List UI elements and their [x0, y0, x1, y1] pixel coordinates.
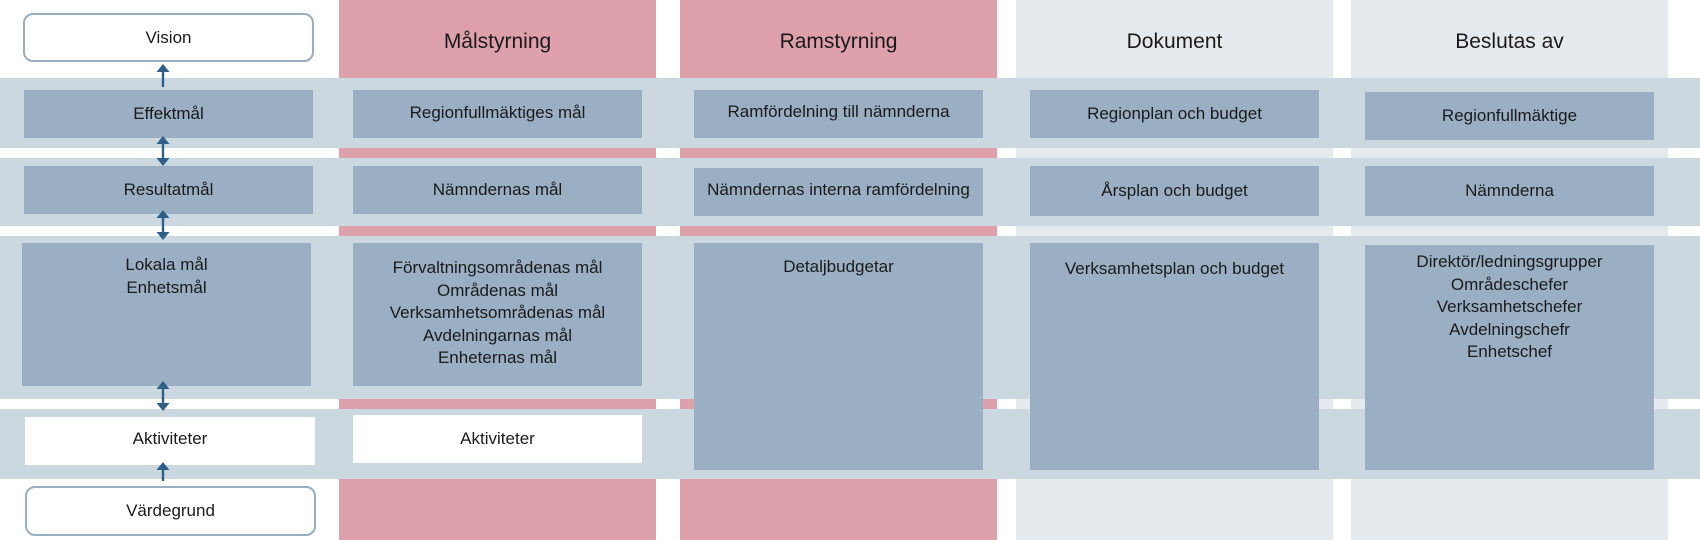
ramstyrning-row3-box: Detaljbudgetar [694, 243, 983, 470]
beslutas-row3-box: Direktör/ledningsgrupper Områdeschefer V… [1365, 245, 1654, 470]
double-arrow-icon [156, 210, 170, 240]
aktiviteter-left-label: Aktiviteter [132, 428, 208, 448]
ramfordelning-label: Ramfördelning till nämnderna [727, 101, 950, 121]
row3-line: Direktör/ledningsgrupper [1416, 252, 1603, 271]
row3-line: Avdelningarnas mål [423, 325, 572, 345]
ramstyrning-row2-box: Nämndernas interna ramfördelning [694, 168, 983, 216]
header-dokument: Dokument [1126, 30, 1223, 53]
detaljbudgetar-label: Detaljbudgetar [783, 257, 894, 276]
row3-line: Verksamhetsområdenas mål [389, 303, 606, 322]
row3-line: Enheternas mål [437, 348, 558, 367]
effektmal-box: Effektmål [24, 90, 313, 138]
row3-line: Områdenas mål [437, 280, 558, 300]
resultatmal-label: Resultatmål [123, 179, 214, 199]
row3-line: Verksamhetschefer [1436, 297, 1583, 316]
double-arrow-icon [156, 381, 170, 411]
row3-line: Förvaltningsområdenas mål [392, 258, 603, 277]
vision-box: Vision [23, 13, 314, 62]
vardegrund-box: Värdegrund [25, 486, 316, 536]
arsplan-label: Årsplan och budget [1101, 180, 1248, 200]
row3-line: Enhetschef [1466, 342, 1553, 361]
aktiviteter-left-box: Aktiviteter [25, 417, 315, 465]
up-arrow-icon [156, 64, 170, 87]
vardegrund-label: Värdegrund [126, 501, 215, 520]
double-arrow-icon [156, 136, 170, 166]
beslutas-row1-box: Regionfullmäktige [1365, 92, 1654, 140]
malstyrning-row3-box: Förvaltningsområdenas mål Områdenas mål … [353, 243, 642, 386]
enhetsmal-label: Enhetsmål [126, 277, 207, 297]
row3-line: Avdelningschefr [1449, 319, 1570, 339]
regionfullmaktige-label: Regionfullmäktige [1441, 105, 1578, 125]
header-ramstyrning: Ramstyrning [779, 30, 898, 53]
namndernas-mal-label: Nämndernas mål [432, 179, 563, 199]
dokument-row2-box: Årsplan och budget [1030, 166, 1319, 216]
interna-ramfordelning-label: Nämndernas interna ramfördelning [707, 179, 970, 199]
effektmal-label: Effektmål [133, 103, 204, 123]
resultatmal-box: Resultatmål [24, 166, 313, 214]
regionplan-label: Regionplan och budget [1087, 103, 1262, 123]
header-malstyrning: Målstyrning [443, 30, 552, 53]
vision-label: Vision [145, 27, 192, 47]
malstyrning-row1-box: Regionfullmäktiges mål [353, 90, 642, 138]
malstyrning-row2-box: Nämndernas mål [353, 166, 642, 214]
aktiviteter-malstyrning-box: Aktiviteter [353, 415, 642, 463]
dokument-row3-box: Verksamhetsplan och budget [1030, 243, 1319, 470]
verksamhetsplan-label: Verksamhetsplan och budget [1064, 259, 1285, 278]
lokala-mal-label: Lokala mål [125, 255, 208, 274]
dokument-row1-box: Regionplan och budget [1030, 90, 1319, 138]
namnderna-label: Nämnderna [1465, 180, 1554, 200]
regionfullmaktiges-mal-label: Regionfullmäktiges mål [409, 102, 586, 122]
beslutas-row2-box: Nämnderna [1365, 166, 1654, 216]
ramstyrning-row1-box: Ramfördelning till nämnderna [694, 90, 983, 138]
row3-line: Områdeschefer [1450, 274, 1569, 294]
header-beslutas-av: Beslutas av [1455, 30, 1564, 53]
up-arrow-icon [156, 462, 170, 481]
aktiviteter-malstyrning-label: Aktiviteter [460, 428, 535, 448]
lokala-mal-box: Lokala mål Enhetsmål [22, 243, 311, 386]
